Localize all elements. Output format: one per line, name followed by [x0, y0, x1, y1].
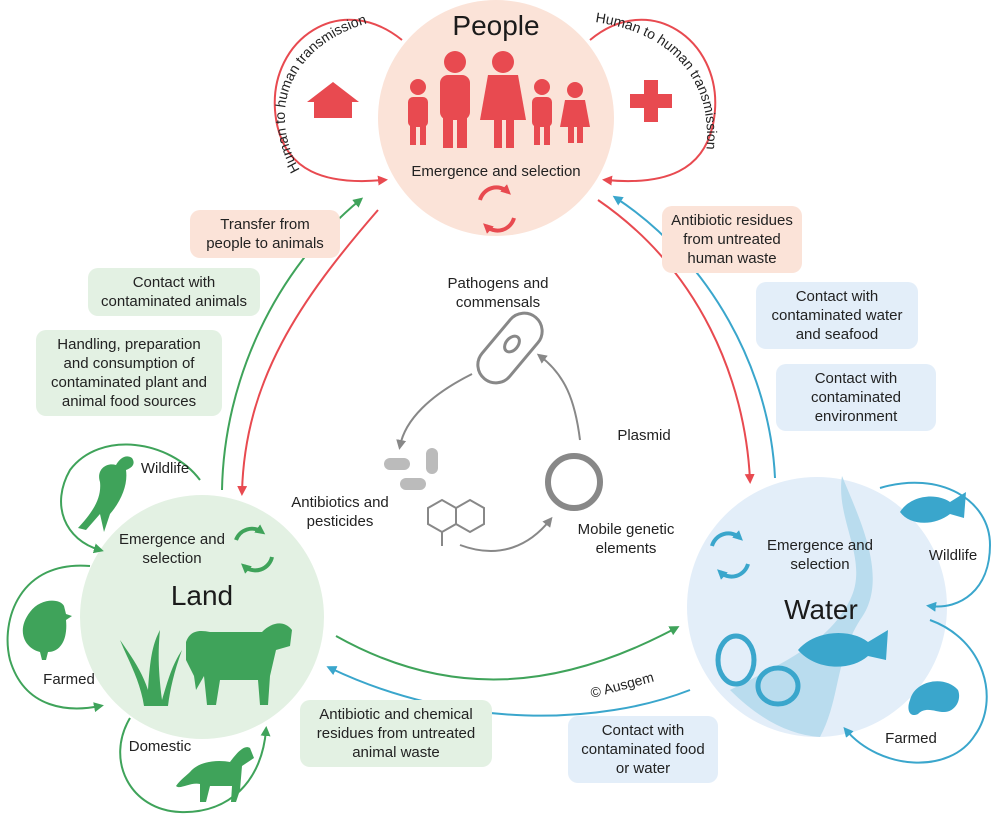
pills-icon — [384, 448, 438, 490]
people-cycle-icon — [478, 184, 516, 234]
pathogens-label: Pathogens and commensals — [447, 275, 549, 311]
people-to-land-arrow — [237, 209, 379, 496]
residues-human-waste-box: Antibiotic residues from untreated human… — [662, 206, 802, 273]
contact-animals-box: Contact with contaminated animals — [88, 268, 260, 316]
land-wildlife-loop — [60, 443, 201, 554]
cross-icon — [630, 80, 672, 122]
land-domestic-label: Domestic — [128, 738, 192, 755]
bacterium-icon — [476, 311, 544, 385]
dog-icon — [176, 747, 254, 802]
copyright: © Ausgem — [589, 669, 656, 701]
land-cycle-icon — [234, 524, 274, 574]
molecule-icon — [427, 498, 485, 546]
land-to-water-arrow — [335, 626, 680, 681]
cow-icon — [186, 623, 292, 705]
plasmid-label: Plasmid — [617, 427, 671, 444]
chicken-icon — [22, 600, 72, 660]
people-title: People — [452, 10, 540, 41]
center-arrow-bottom — [459, 516, 553, 552]
fish-river-icon — [798, 630, 888, 667]
shrimp-icon — [908, 681, 960, 716]
grass-icon — [120, 630, 182, 706]
fish-wild-icon — [900, 492, 966, 523]
water-to-land-arrow — [326, 666, 691, 717]
water-farmed-label: Farmed — [885, 730, 937, 747]
oyster-icon — [715, 633, 801, 707]
plasmid-icon — [545, 453, 603, 511]
land-title: Land — [170, 580, 234, 611]
people-right-loop — [589, 18, 717, 186]
water-to-people-arrow — [612, 195, 776, 479]
people-left-loop — [273, 18, 403, 186]
mobile-elements-label: Mobile genetic elements — [577, 521, 675, 557]
water-cycle-icon — [710, 530, 750, 580]
land-subtitle: Emergence and selection — [119, 531, 225, 567]
water-wildlife-label: Wildlife — [928, 547, 978, 564]
water-subtitle: Emergence and selection — [767, 537, 873, 573]
center-arrow-left — [396, 373, 473, 450]
handling-food-box: Handling, preparation and consumption of… — [36, 330, 222, 416]
land-farmed-loop — [6, 564, 104, 713]
land-wildlife-label: Wildlife — [140, 460, 190, 477]
people-right-loop-label: Human to human transmission — [595, 9, 720, 150]
land-farmed-label: Farmed — [43, 671, 95, 688]
water-stream — [730, 476, 873, 737]
center-arrow-right — [536, 353, 581, 441]
house-icon — [307, 82, 359, 118]
parrot-icon — [78, 456, 134, 532]
antibiotics-label: Antibiotics and pesticides — [291, 494, 389, 530]
residues-animal-waste-box: Antibiotic and chemical residues from un… — [300, 700, 492, 767]
contact-environment-box: Contact with contaminated environment — [776, 364, 936, 431]
people-subtitle: Emergence and selection — [411, 163, 581, 180]
water-title: Water — [784, 594, 858, 625]
transfer-people-animals-box: Transfer from people to animals — [190, 210, 340, 258]
water-wildlife-loop — [879, 481, 992, 612]
land-domestic-loop — [119, 717, 271, 814]
water-farmed-loop — [843, 619, 988, 764]
contact-food-water-box: Contact with contaminated food or water — [568, 716, 718, 783]
contact-water-seafood-box: Contact with contaminated water and seaf… — [756, 282, 918, 349]
people-to-water-arrow — [597, 199, 755, 484]
family-icon — [408, 51, 590, 148]
